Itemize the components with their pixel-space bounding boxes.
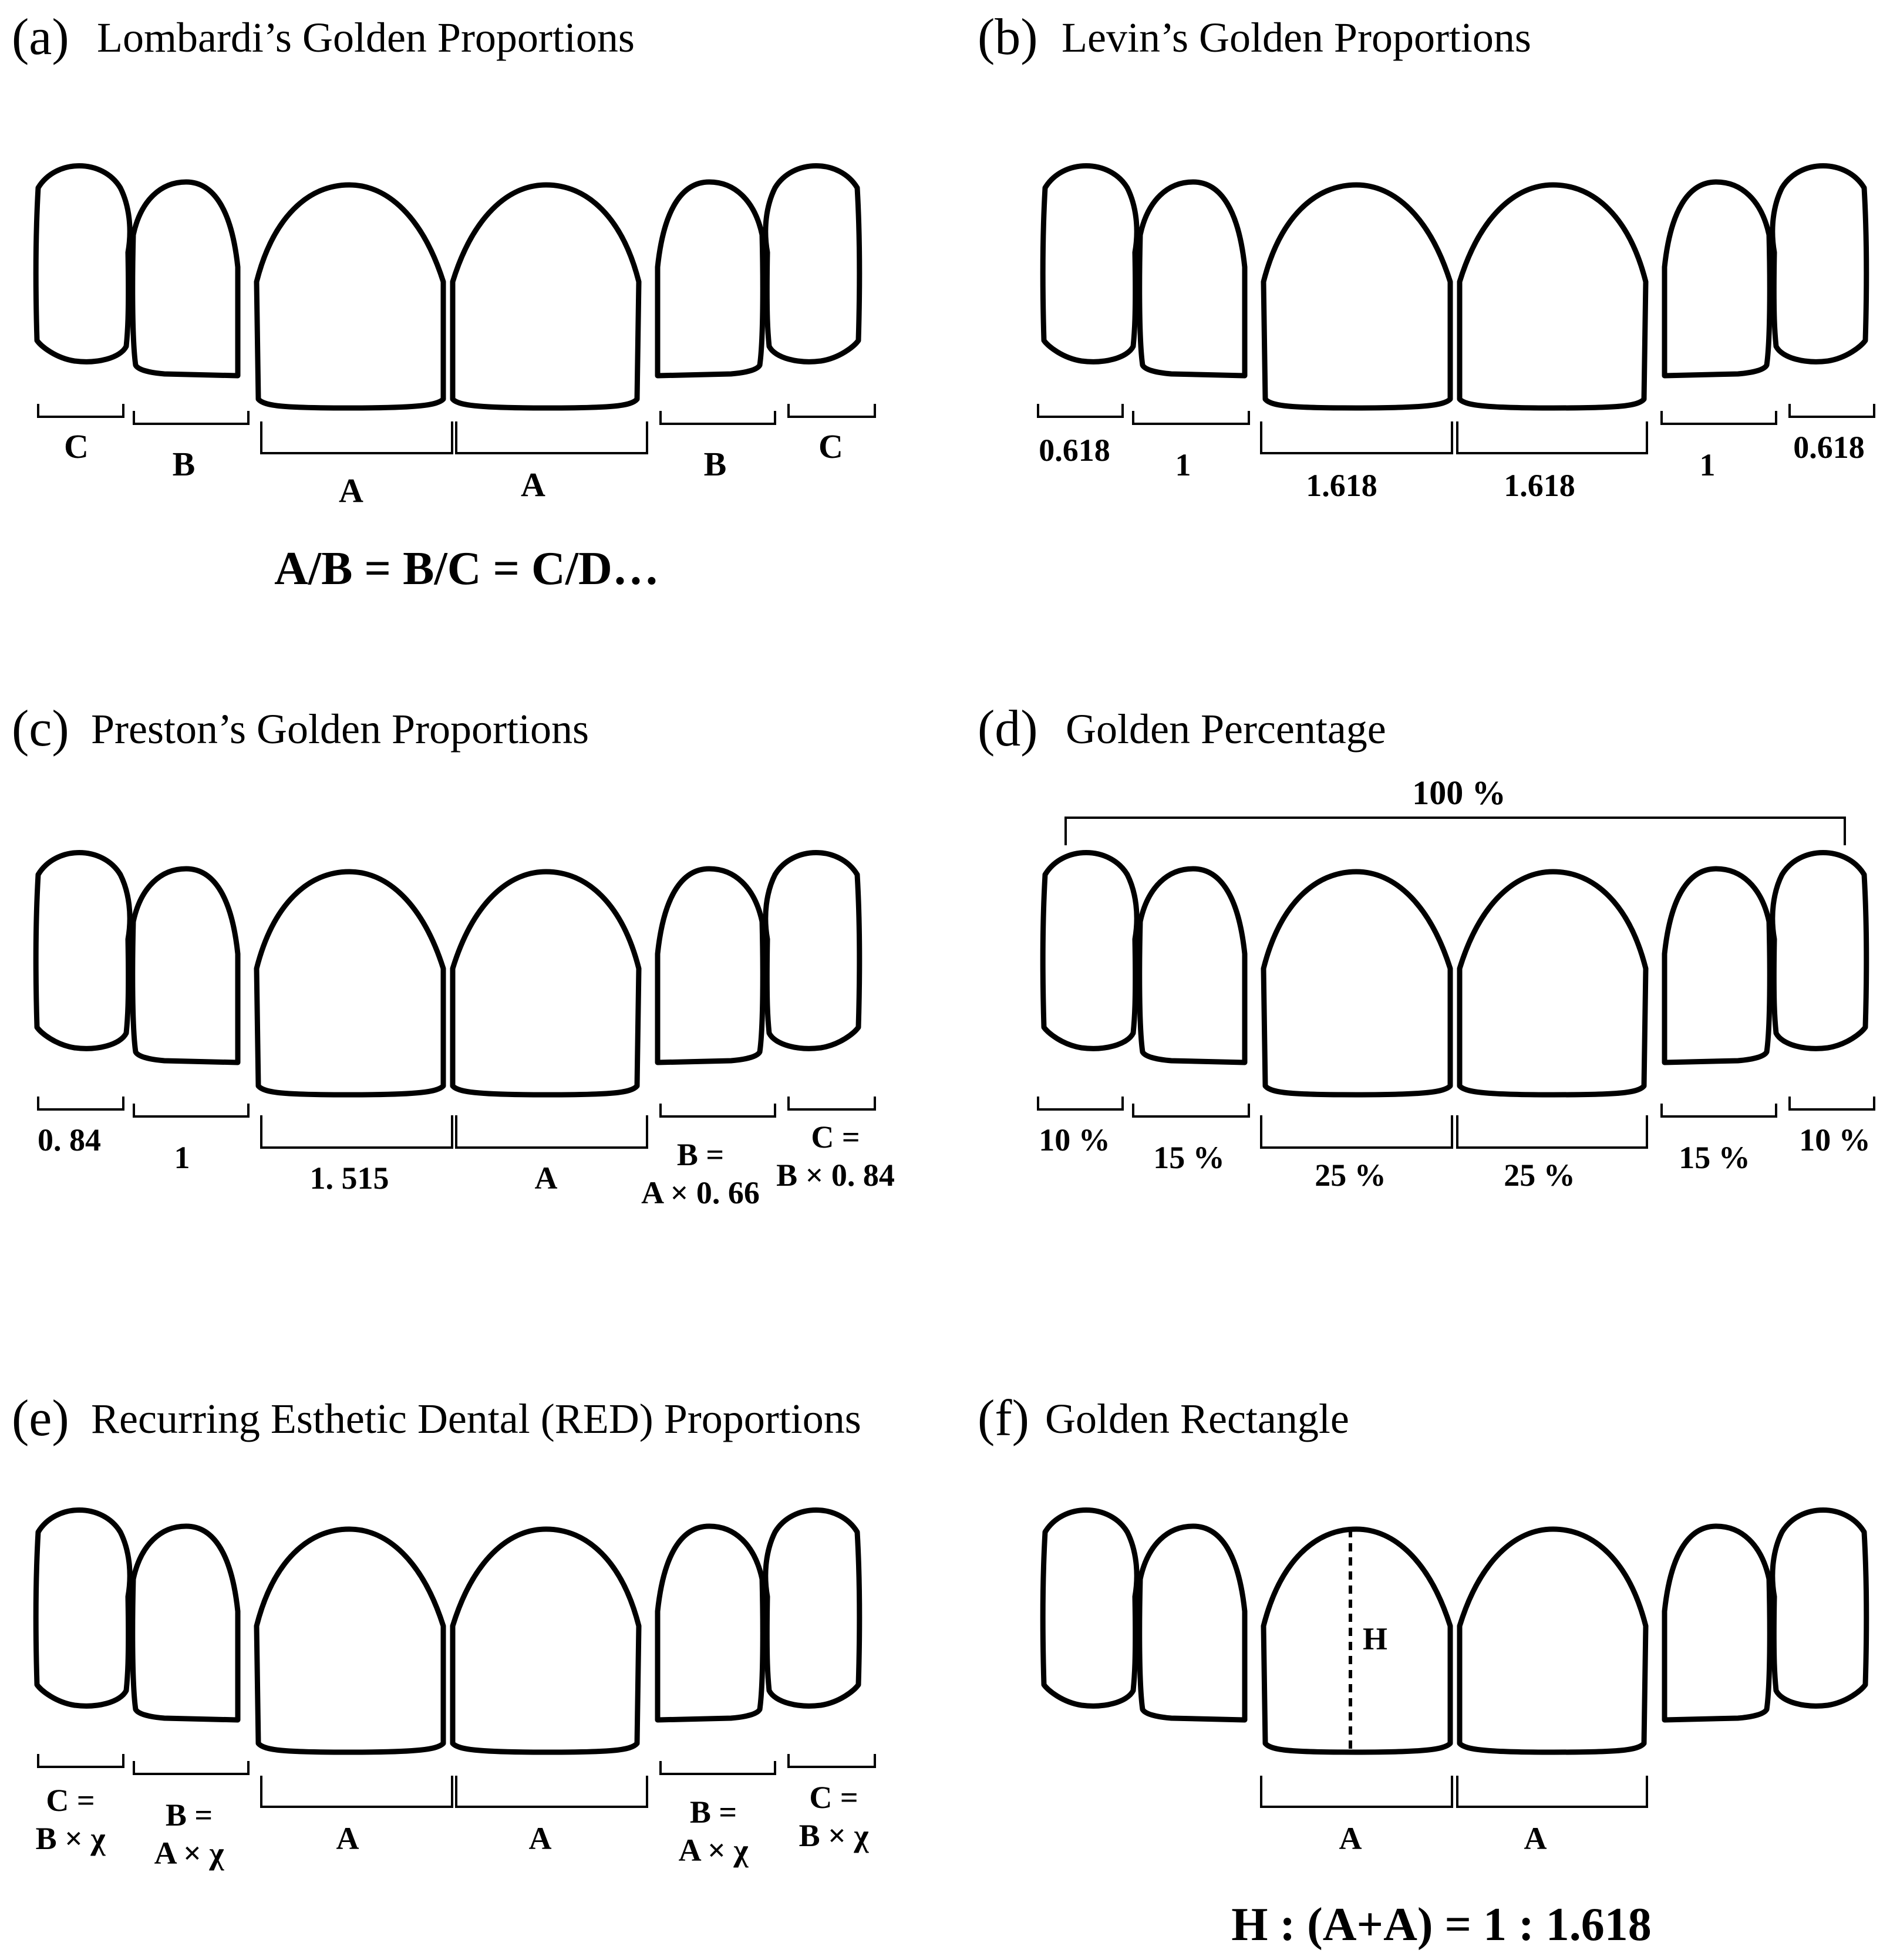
panel-e-letter: (e) [12, 1390, 69, 1447]
panel-d-brackets [1037, 1097, 1875, 1149]
panel-a-label-b-right: B [704, 445, 727, 483]
panel-d-label-lateral-left: 10 % [1039, 1122, 1110, 1158]
panel-e-label-a-right: A [529, 1821, 552, 1856]
panel-e: (e) Recurring Esthetic Dental (RED) Prop… [12, 1390, 876, 1871]
panel-e-label-b-left-line2: A × χ [154, 1836, 225, 1871]
panel-d-letter: (d) [978, 700, 1038, 757]
panel-b-title: Levin’s Golden Proportions [1062, 14, 1531, 61]
panel-e-label-a-left: A [336, 1821, 359, 1856]
panel-c-label-c-line1: C = [811, 1119, 860, 1155]
panel-c-label-canine: 1 [174, 1140, 190, 1175]
panel-a-teeth-arch [36, 166, 859, 409]
panel-b: (b) Levin’s Golden Proportions 0.618 1 1… [978, 9, 1875, 503]
panel-d-teeth-arch [1043, 853, 1866, 1095]
panel-c-label-lateral: 0. 84 [38, 1122, 101, 1158]
panel-e-label-b-left-line1: B = [166, 1797, 213, 1833]
panel-a-label-a-right: A [521, 465, 545, 504]
panel-d-label-central-left: 25 % [1315, 1158, 1386, 1193]
panel-b-label-central-left: 1.618 [1306, 468, 1377, 503]
panel-e-label-c-right-line1: C = [809, 1780, 858, 1815]
panel-d-total-bracket [1064, 817, 1846, 845]
panel-a-title: Lombardi’s Golden Proportions [97, 14, 635, 61]
panel-c-teeth-arch [36, 853, 859, 1095]
panel-b-label-canine-left: 1 [1175, 447, 1191, 483]
panel-a-brackets [37, 404, 876, 454]
panel-a-letter: (a) [12, 9, 69, 66]
panel-a-label-a-left: A [339, 471, 363, 510]
panel-c-title: Preston’s Golden Proportions [91, 706, 589, 753]
panel-b-label-lateral-right: 0.618 [1793, 430, 1865, 465]
panel-f-label-a-right: A [1524, 1821, 1547, 1856]
panel-d: (d) Golden Percentage 100 % 10 % 15 % 25… [978, 700, 1875, 1193]
panel-b-label-lateral-left: 0.618 [1039, 433, 1110, 468]
panel-c-brackets [37, 1097, 876, 1149]
panel-e-label-b-right-line1: B = [690, 1794, 737, 1830]
panel-c-label-a: A [535, 1161, 558, 1196]
panel-c-label-b-line1: B = [677, 1137, 724, 1172]
panel-e-label-b-right-line2: A × χ [679, 1833, 749, 1868]
panel-a-label-c-right: C [818, 427, 843, 465]
panel-d-label-central-right: 25 % [1504, 1158, 1575, 1193]
panel-e-brackets [37, 1754, 876, 1808]
panel-b-teeth-arch [1043, 166, 1866, 409]
panel-e-title: Recurring Esthetic Dental (RED) Proporti… [91, 1395, 861, 1442]
panel-f-height-label: H [1363, 1621, 1387, 1657]
panel-d-label-canine-left: 15 % [1153, 1140, 1225, 1175]
panel-f-title: Golden Rectangle [1045, 1395, 1349, 1442]
panel-c-letter: (c) [12, 700, 69, 757]
panel-d-title: Golden Percentage [1066, 706, 1386, 753]
panel-c-label-c-line2: B × 0. 84 [776, 1158, 895, 1193]
panel-b-letter: (b) [978, 9, 1038, 66]
panel-a: (a) Lombardi’s Golden Proportions C B A … [12, 9, 876, 595]
panel-c-label-central: 1. 515 [310, 1161, 389, 1196]
panel-f-brackets [1260, 1776, 1648, 1808]
panel-d-total-label: 100 % [1412, 774, 1506, 812]
panel-a-label-c-left: C [64, 427, 89, 465]
panel-f-letter: (f) [978, 1390, 1029, 1447]
panel-f-label-a-left: A [1339, 1821, 1362, 1856]
panel-f-teeth-arch [1043, 1510, 1866, 1753]
panel-b-label-central-right: 1.618 [1504, 468, 1575, 503]
panel-a-formula: A/B = B/C = C/D… [274, 543, 659, 595]
panel-f: (f) Golden Rectangle H A A H : (A+A) = 1… [978, 1390, 1867, 1951]
panel-e-label-c-left-line2: B × χ [36, 1821, 106, 1856]
panel-a-label-b-left: B [173, 445, 196, 483]
panel-d-label-lateral-right: 10 % [1799, 1122, 1871, 1158]
panel-e-label-c-left-line1: C = [46, 1783, 95, 1818]
panel-c-label-b-line2: A × 0. 66 [641, 1175, 760, 1210]
panel-c: (c) Preston’s Golden Proportions 0. 84 1… [12, 700, 895, 1210]
panel-e-label-c-right-line2: B × χ [799, 1818, 870, 1853]
panel-f-formula: H : (A+A) = 1 : 1.618 [1231, 1899, 1652, 1951]
panel-d-label-canine-right: 15 % [1679, 1140, 1750, 1175]
panel-b-brackets [1037, 404, 1875, 454]
panel-b-label-canine-right: 1 [1700, 447, 1716, 483]
panel-e-teeth-arch [36, 1510, 859, 1753]
